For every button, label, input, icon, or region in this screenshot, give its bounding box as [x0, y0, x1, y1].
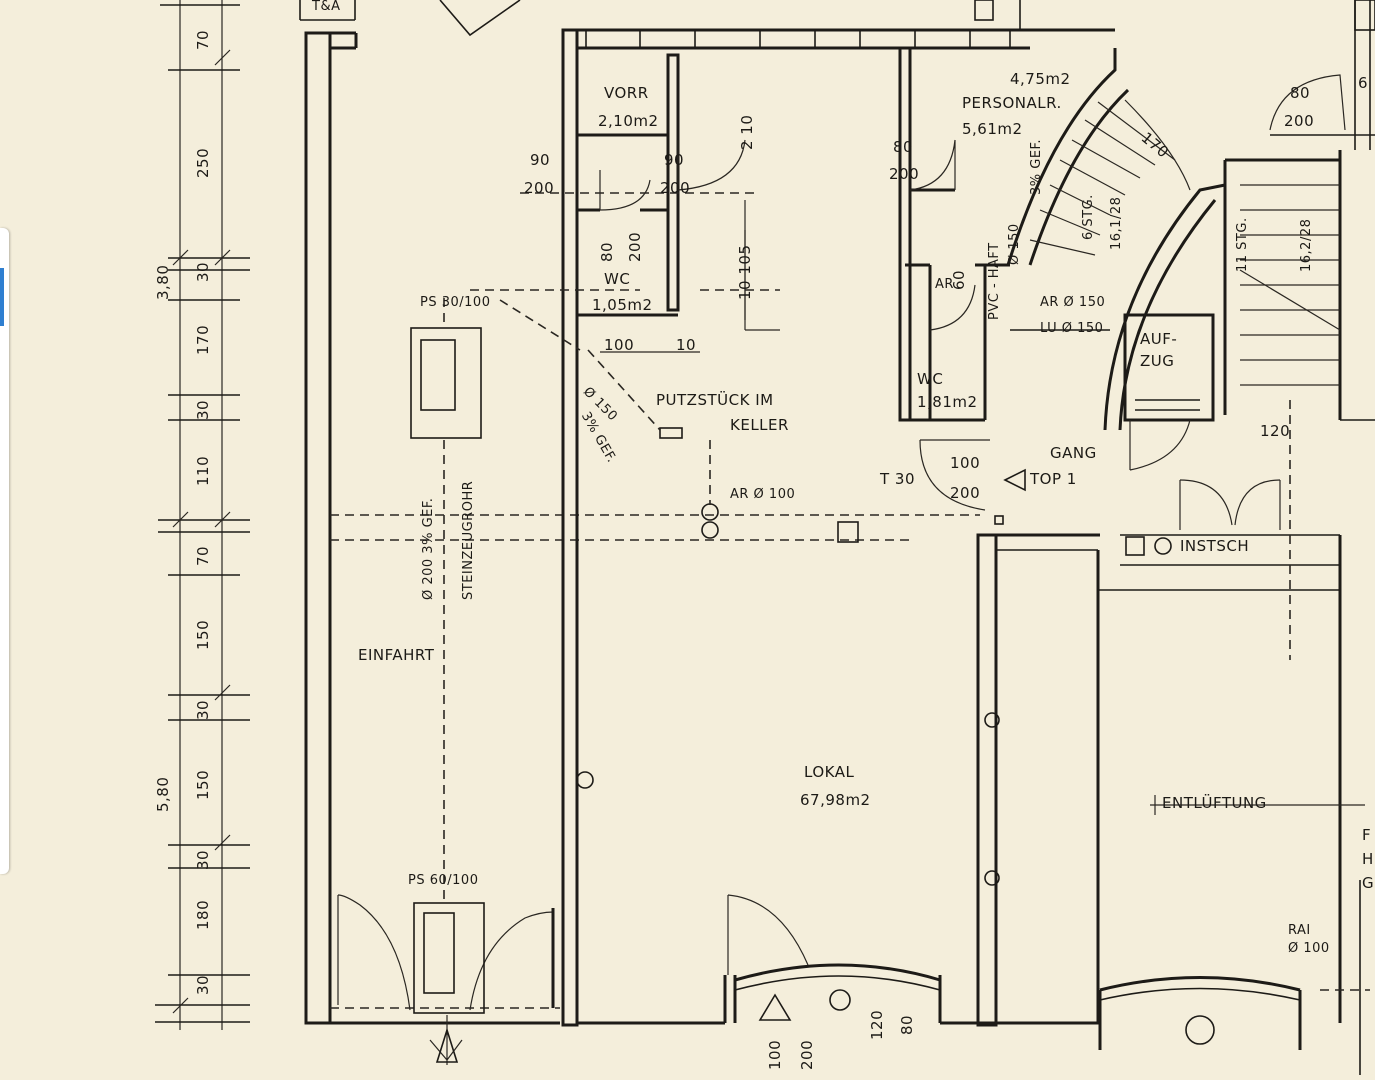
dim-10-105: 10 105	[736, 244, 754, 301]
dim-segment-8: 150	[194, 619, 212, 650]
putzstueck-line2: KELLER	[730, 416, 789, 434]
stair-door-width: 80	[1290, 84, 1311, 102]
bottom-dim-200: 200	[798, 1039, 816, 1070]
personal-wc-walls	[898, 46, 1110, 511]
ps-bottom-label: PS 60/100	[408, 873, 479, 888]
dim-segment-1: 70	[194, 29, 212, 50]
dim-segment-12: 180	[194, 899, 212, 930]
room-einfahrt-name: EINFAHRT	[358, 646, 435, 664]
dim-overall-bottom: 5,80	[154, 776, 172, 812]
dim-segment-2: 250	[194, 147, 212, 178]
wc2-door-width: 60	[950, 269, 968, 290]
ar-100-label: AR Ø 100	[730, 487, 796, 502]
einfahrt-walls	[304, 31, 980, 1065]
putzstueck-line1: PUTZSTÜCK IM	[656, 391, 774, 409]
top-fragment-label: T&A	[312, 0, 341, 14]
dim-10: 10	[676, 336, 697, 354]
wc1-door-width: 80	[598, 241, 616, 262]
wc1-door-height: 200	[626, 231, 644, 262]
gang-dim-120: 120	[1260, 422, 1291, 440]
pipe-200-label: Ø 200 3% GEF.	[421, 497, 436, 600]
window-edge-accent	[0, 268, 4, 326]
dim-segment-13: 30	[194, 974, 212, 995]
dim-segment-7: 70	[194, 545, 212, 566]
door3-width: 80	[893, 138, 914, 156]
vorraum-wc-walls	[470, 53, 780, 331]
entlueftung-label: ENTLÜFTUNG	[1162, 794, 1267, 812]
gang-fixtures	[499, 230, 1370, 1075]
room-personal-area-top: 4,75m2	[1010, 70, 1071, 88]
room-vorr-name: VORR	[604, 84, 649, 102]
window-edge-handle[interactable]	[0, 228, 9, 874]
room-aufzug-line1: AUF-	[1140, 330, 1178, 348]
door2-width: 90	[664, 151, 685, 169]
lokal-walls	[561, 28, 1342, 1050]
stair-side-dim: 6	[1358, 74, 1369, 92]
door4-height: 200	[950, 484, 981, 502]
room-wc2-name: WC	[917, 370, 944, 388]
room-personal-name: PERSONALR.	[962, 94, 1062, 112]
bottom-dim-100: 100	[766, 1039, 784, 1070]
lu-150-label: LU Ø 150	[1040, 321, 1104, 336]
stair2-ratio: 16,2/28	[1299, 218, 1314, 272]
door1-height: 200	[524, 179, 555, 197]
instsch-label: INSTSCH	[1180, 537, 1250, 555]
pvc-slope: 3% GEF.	[1029, 138, 1044, 195]
dim-segment-3: 30	[194, 261, 212, 282]
room-gang-name: GANG	[1050, 444, 1097, 462]
right-edge-h: H	[1362, 850, 1374, 868]
room-wc2-area: 1,81m2	[917, 393, 978, 411]
left-dimension-chain	[155, 0, 250, 1030]
dim-overall-top: 3,80	[154, 264, 172, 300]
door4-fire-rating: T 30	[880, 470, 916, 488]
room-vorr-area: 2,10m2	[598, 112, 659, 130]
dim-segment-6: 110	[194, 455, 212, 486]
dim-segment-5: 30	[194, 399, 212, 420]
right-edge-f: F	[1362, 826, 1372, 844]
dim-2-10: 2 10	[738, 114, 756, 150]
room-gang-top: TOP 1	[1030, 470, 1077, 488]
door2-height: 200	[660, 179, 691, 197]
top-fragments	[299, 0, 1375, 37]
ar-150-label: AR Ø 150	[1040, 295, 1106, 310]
dim-100: 100	[604, 336, 635, 354]
room-lokal-name: LOKAL	[804, 763, 855, 781]
door4-width: 100	[950, 454, 981, 472]
ps-top-label: PS 30/100	[420, 295, 491, 310]
right-stair	[1179, 0, 1375, 660]
stair-steps: 6 STG.	[1081, 194, 1096, 240]
door1-width: 90	[530, 151, 551, 169]
stair-arc	[1006, 48, 1227, 471]
room-personal-area: 5,61m2	[962, 120, 1023, 138]
stair2-steps: 11 STG.	[1235, 217, 1250, 272]
pvc-haft-label: PVC - HAFT	[987, 242, 1002, 320]
dim-segment-4: 170	[194, 324, 212, 355]
bottom-dim-80: 80	[898, 1014, 916, 1035]
wc2-ar-label: AR	[935, 277, 954, 292]
room-lokal-area: 67,98m2	[800, 791, 871, 809]
dim-segment-10: 150	[194, 769, 212, 800]
steinzeugrohr-label: STEINZEUGROHR	[461, 480, 476, 600]
door3-height: 200	[889, 165, 920, 183]
bottom-dim-120: 120	[868, 1009, 886, 1040]
room-wc1-name: WC	[604, 270, 631, 288]
ra-diameter: Ø 100	[1288, 941, 1330, 956]
dim-segment-11: 30	[194, 849, 212, 870]
stair-door-height: 200	[1284, 112, 1315, 130]
room-wc1-area: 1,05m2	[592, 296, 653, 314]
dim-segment-9: 30	[194, 699, 212, 720]
right-edge-g: G	[1362, 874, 1375, 892]
ra-label: RAI	[1288, 923, 1311, 938]
stair-ratio: 16,1/28	[1109, 196, 1124, 250]
room-aufzug-line2: ZUG	[1140, 352, 1175, 370]
pvc-haft-diameter: Ø 150	[1007, 223, 1022, 265]
